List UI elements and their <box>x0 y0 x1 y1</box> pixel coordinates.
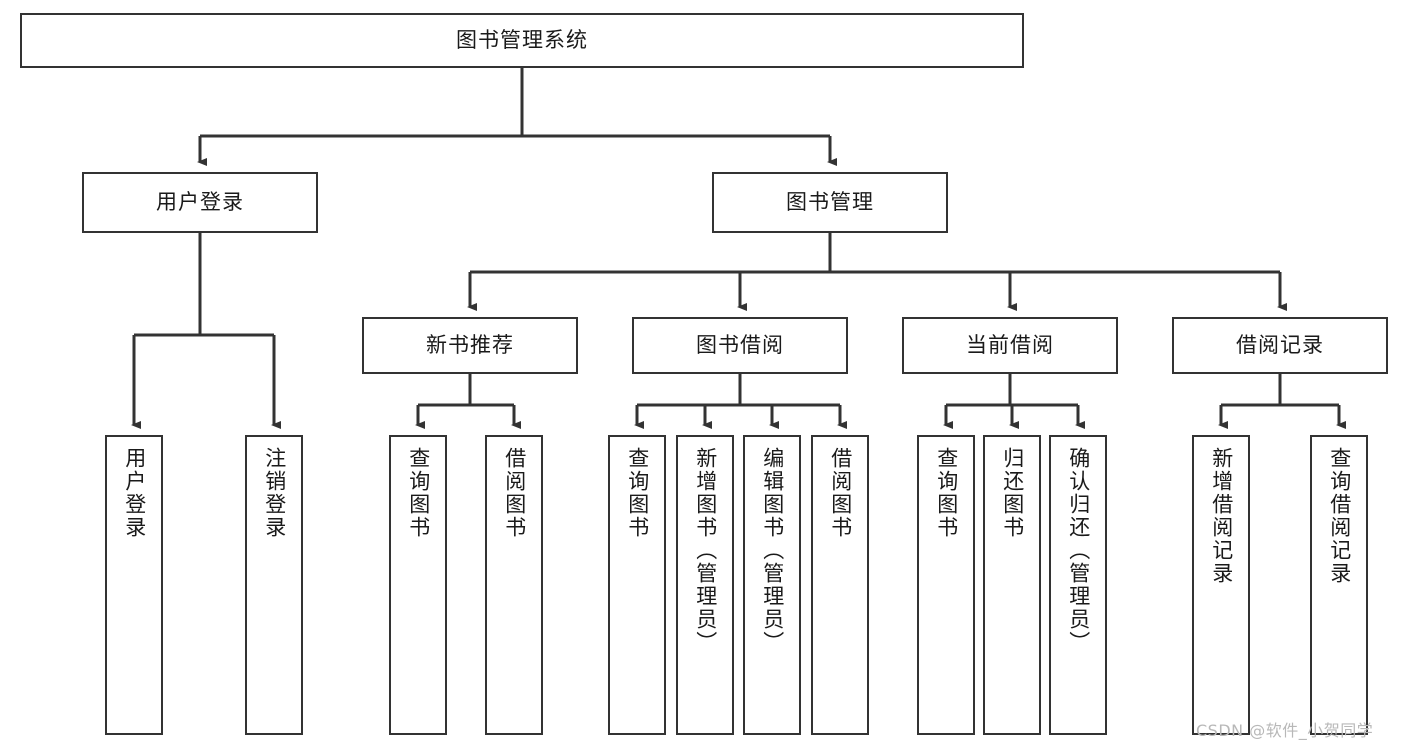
leaf-return-book-label: 归还图书 <box>1000 447 1025 539</box>
leaf-query-borrow-record-label: 查询借阅记录 <box>1327 447 1352 585</box>
node-book-management: 图书管理 <box>712 172 948 233</box>
node-current-borrow: 当前借阅 <box>902 317 1118 374</box>
node-book-borrow-label: 图书借阅 <box>696 332 784 357</box>
node-new-book-recommend-label: 新书推荐 <box>426 332 514 357</box>
leaf-borrow-book: 借阅图书 <box>811 435 869 735</box>
leaf-edit-book-admin: 编辑图书（管理员） <box>743 435 801 735</box>
node-new-book-recommend: 新书推荐 <box>362 317 578 374</box>
leaf-user-login: 用户登录 <box>105 435 163 735</box>
leaf-confirm-return-admin-label: 确认归还（管理员） <box>1066 447 1091 654</box>
leaf-current-query-book: 查询图书 <box>917 435 975 735</box>
leaf-borrow-query-book-label: 查询图书 <box>625 447 650 539</box>
node-root-system: 图书管理系统 <box>20 13 1024 68</box>
node-root-system-label: 图书管理系统 <box>456 27 588 52</box>
node-user-login-label: 用户登录 <box>156 189 244 214</box>
leaf-borrow-book-label: 借阅图书 <box>828 447 853 539</box>
leaf-add-book-admin-label: 新增图书（管理员） <box>693 447 718 654</box>
node-borrow-record: 借阅记录 <box>1172 317 1388 374</box>
leaf-logout: 注销登录 <box>245 435 303 735</box>
leaf-newbook-borrow-book: 借阅图书 <box>485 435 543 735</box>
leaf-confirm-return-admin: 确认归还（管理员） <box>1049 435 1107 735</box>
csdn-watermark: CSDN @软件_小贺同学 <box>1196 721 1374 740</box>
leaf-add-borrow-record: 新增借阅记录 <box>1192 435 1250 735</box>
leaf-query-borrow-record: 查询借阅记录 <box>1310 435 1368 735</box>
leaf-edit-book-admin-label: 编辑图书（管理员） <box>760 447 785 654</box>
leaf-return-book: 归还图书 <box>983 435 1041 735</box>
leaf-newbook-query-book: 查询图书 <box>389 435 447 735</box>
leaf-add-book-admin: 新增图书（管理员） <box>676 435 734 735</box>
leaf-add-borrow-record-label: 新增借阅记录 <box>1209 447 1234 585</box>
node-book-management-label: 图书管理 <box>786 189 874 214</box>
leaf-current-query-book-label: 查询图书 <box>934 447 959 539</box>
leaf-user-login-label: 用户登录 <box>122 447 147 539</box>
node-user-login: 用户登录 <box>82 172 318 233</box>
leaf-borrow-query-book: 查询图书 <box>608 435 666 735</box>
leaf-newbook-borrow-book-label: 借阅图书 <box>502 447 527 539</box>
node-borrow-record-label: 借阅记录 <box>1236 332 1324 357</box>
node-current-borrow-label: 当前借阅 <box>966 332 1054 357</box>
leaf-logout-label: 注销登录 <box>262 447 287 539</box>
node-book-borrow: 图书借阅 <box>632 317 848 374</box>
leaf-newbook-query-book-label: 查询图书 <box>406 447 431 539</box>
